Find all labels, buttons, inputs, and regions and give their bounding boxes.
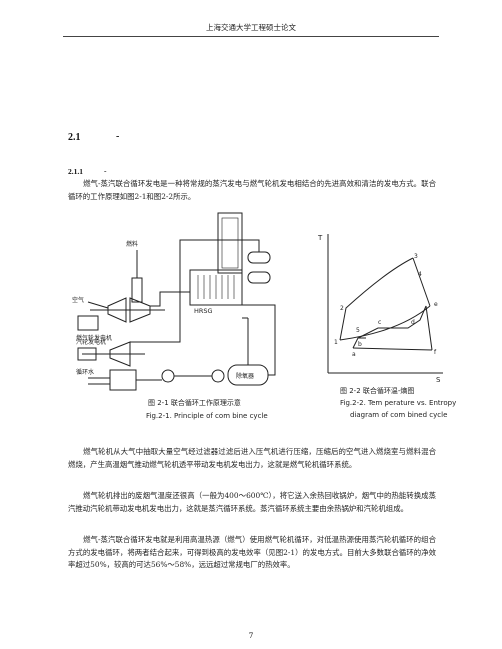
combustor bbox=[131, 277, 143, 303]
paragraph-2-text: 燃气轮机从大气中抽取大量空气经过滤器过滤后进入压气机进行压缩，压缩后的空气进入燃… bbox=[68, 447, 436, 469]
steam-heating bbox=[352, 305, 427, 349]
gt-generator bbox=[77, 315, 99, 331]
point-4: 4 bbox=[418, 271, 422, 278]
point-a: a bbox=[352, 351, 356, 358]
paragraph-4: 燃气-蒸汽联合循环发电就是利用高温热源（燃气）使用燃气轮机循环，对低温热源使用蒸… bbox=[68, 534, 436, 572]
condenser bbox=[109, 369, 137, 391]
st-generator bbox=[77, 347, 97, 361]
section-title: - bbox=[116, 131, 120, 142]
figure-2-1-caption-en: Fig.2-1. Principle of com bine cycle bbox=[146, 412, 268, 420]
gas-heat-rejection bbox=[339, 305, 431, 341]
gas-compression-heating bbox=[339, 257, 414, 341]
point-3: 3 bbox=[414, 253, 418, 260]
header-rule bbox=[63, 36, 439, 37]
paragraph-3-text: 燃气轮机排出的废烟气温度还很高（一般为400～600℃），将它送入余热回收锅炉，… bbox=[68, 491, 436, 513]
figure-2-1-caption-cn: 图 2-1 联合循环工作原理示意 bbox=[148, 399, 241, 407]
air-label: 空气 bbox=[72, 296, 84, 304]
cooling-water-label: 循环水 bbox=[76, 368, 94, 376]
drum-low bbox=[247, 271, 271, 284]
paragraph-2: 燃气轮机从大气中抽取大量空气经过滤器过滤后进入压气机进行压缩，压缩后的空气进入燃… bbox=[68, 446, 436, 471]
gas-expansion bbox=[412, 257, 431, 307]
point-5: 5 bbox=[356, 327, 360, 334]
figure-2-2-caption-en-1: Fig.2-2. Tem perature vs. Entropy bbox=[340, 399, 457, 407]
section-number: 2.1 bbox=[68, 132, 81, 143]
paragraph-1: 燃气-蒸汽联合循环发电是一种将常规的蒸汽发电与燃气轮机发电相结合的先进高效和清洁… bbox=[68, 178, 436, 203]
point-2: 2 bbox=[340, 305, 344, 312]
hrsg-stack-inner bbox=[221, 217, 239, 269]
gas-turbine bbox=[129, 297, 151, 323]
fuel-label: 燃料 bbox=[126, 240, 138, 248]
exhaust-duct bbox=[150, 291, 190, 307]
figure-2-2-caption-cn: 图 2-2 联合循环温-熵图 bbox=[340, 387, 415, 395]
subsection-number: 2.1.1 bbox=[68, 167, 83, 176]
t-axis-label: T bbox=[317, 234, 323, 242]
hrsg-stack bbox=[217, 212, 243, 274]
point-1: 1 bbox=[334, 339, 338, 346]
feedwater-pump bbox=[211, 369, 225, 383]
steam-turbine bbox=[109, 341, 131, 367]
gt-generator-label: 燃气轮发电机 bbox=[76, 334, 112, 342]
steam-condensation bbox=[352, 347, 433, 351]
point-d: d bbox=[411, 319, 415, 326]
condensate-pump bbox=[161, 369, 175, 383]
point-c: c bbox=[378, 319, 381, 326]
paragraph-4-text: 燃气-蒸汽联合循环发电就是利用高温热源（燃气）使用燃气轮机循环，对低温热源使用蒸… bbox=[68, 535, 436, 570]
s-axis-label: S bbox=[436, 376, 441, 383]
steam-line bbox=[130, 239, 260, 343]
paragraph-3: 燃气轮机排出的废烟气温度还很高（一般为400～600℃），将它送入余热回收锅炉，… bbox=[68, 490, 436, 515]
figure-2-2-caption-en-2: diagram of com bined cycle bbox=[350, 411, 448, 419]
figure-2-2-ts-diagram: T S 1 2 3 4 a b c d e f 5 bbox=[317, 234, 443, 383]
hrsg-body bbox=[189, 269, 243, 306]
hrsg-label: HRSG bbox=[194, 307, 213, 315]
point-e: e bbox=[434, 301, 438, 308]
air-inlet-line bbox=[87, 301, 109, 309]
point-b: b bbox=[358, 341, 362, 348]
compressor bbox=[107, 297, 127, 323]
feedwater-return bbox=[242, 304, 276, 376]
drum-high bbox=[247, 251, 271, 264]
figure-2-1-schematic: 空气 燃料 燃气轮发电机 HRSG 汽轮发电机 循环水 除氧器 bbox=[72, 212, 276, 391]
page-number: 7 bbox=[248, 631, 254, 640]
deaerator-label: 除氧器 bbox=[236, 372, 254, 380]
point-f: f bbox=[434, 349, 437, 356]
hrsg-tubes bbox=[197, 275, 235, 299]
steam-expansion bbox=[425, 305, 433, 351]
page-header: 上海交通大学工程硕士论文 bbox=[206, 23, 296, 32]
st-generator-label: 汽轮发电机 bbox=[76, 338, 106, 346]
paragraph-1-text: 燃气-蒸汽联合循环发电是一种将常规的蒸汽发电与燃气轮机发电相结合的先进高效和清洁… bbox=[68, 179, 436, 201]
subsection-title: - bbox=[104, 166, 107, 175]
